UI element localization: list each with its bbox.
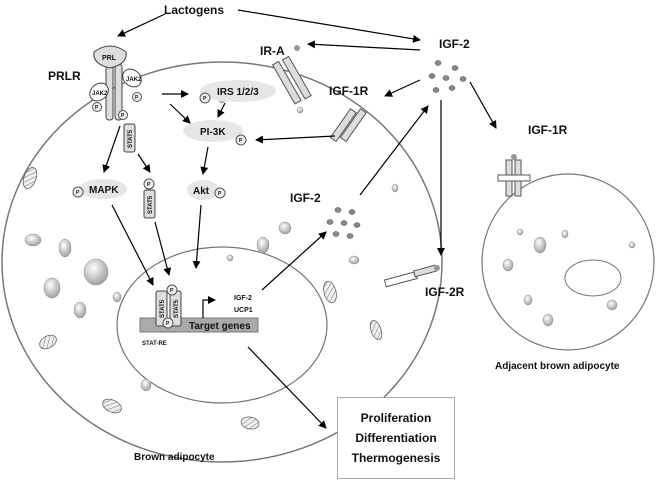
jak2-left-label: JAK2 (92, 91, 108, 97)
ucp1-label: UCP1 (234, 307, 253, 314)
igf2-label-top: IGF-2 (439, 37, 470, 51)
target-gene-region: Target genes STAT5 STAT5 P P STAT-RE IGF… (139, 284, 259, 347)
prlr-label: PRLR (48, 69, 81, 83)
igf2-gene-label: IGF-2 (234, 295, 252, 302)
akt-label: Akt (193, 186, 210, 197)
igf1r-label-adjacent: IGF-1R (528, 123, 568, 137)
irs-label: IRS 1/2/3 (217, 87, 259, 98)
mapk-node: MAPK P (72, 179, 127, 199)
lipid-droplets (24, 96, 636, 392)
ir-a-receptor (271, 45, 312, 105)
igf2-ligands-top (428, 60, 467, 93)
akt-p: P (218, 191, 222, 197)
adjacent-cell (481, 173, 655, 351)
dimer-p2: P (166, 321, 170, 327)
igf1r-label-main: IGF-1R (329, 84, 369, 98)
pi3k-p: P (239, 138, 243, 144)
arrows (102, 9, 497, 429)
prl-label: PRL (102, 55, 117, 62)
target-genes-label: Target genes (189, 321, 251, 332)
irs-node: IRS 1/2/3 P (199, 80, 276, 104)
stat5-cytoplasm: P STAT5 (143, 178, 156, 219)
mapk-p: P (76, 190, 80, 196)
igf1r-receptor-adjacent (497, 154, 531, 197)
brown-adipocyte-cell (1, 61, 443, 463)
adjacent-nucleus (564, 259, 622, 297)
lactogens-label: Lactogens (164, 3, 224, 17)
p-site-2: P (135, 95, 139, 101)
igf2-ligands-mid (326, 207, 361, 239)
ir-a-label: IR-A (260, 44, 285, 58)
dimer-p1: P (170, 288, 174, 294)
stat5-label-1: STAT5 (128, 129, 134, 148)
stat5-cyto-p: P (147, 182, 151, 188)
jak2-right-label: JAK2 (126, 77, 142, 83)
stat5-label-2: STAT5 (148, 195, 154, 214)
igf2-label-mid: IGF-2 (290, 191, 321, 205)
stat-re-label: STAT-RE (142, 341, 167, 347)
p-site-3: P (121, 113, 125, 119)
igf2r-label: IGF-2R (425, 285, 465, 299)
igf2r-receptor (383, 264, 440, 288)
mitochondria (22, 167, 383, 430)
stat5-receptor: STAT5 (123, 123, 136, 153)
outcomes-box: Proliferation Differentiation Thermogene… (337, 397, 455, 479)
outcome-differentiation: Differentiation (355, 431, 437, 445)
adjacent-cell-label: Adjacent brown adipocyte (495, 361, 620, 372)
igf1r-receptor-main (329, 108, 367, 143)
outcome-proliferation: Proliferation (360, 411, 432, 425)
stat5-dimer-a: STAT5 (160, 299, 166, 318)
prlr-complex: PRL JAK2 JAK2 P P P (89, 45, 142, 121)
nucleus (116, 246, 328, 404)
mapk-label: MAPK (89, 185, 119, 196)
brown-adipocyte-label: Brown adipocyte (134, 452, 215, 463)
outcome-thermogenesis: Thermogenesis (351, 451, 441, 465)
akt-node: Akt P (187, 180, 226, 200)
pi3k-label: PI-3K (200, 127, 226, 138)
p-site-1: P (95, 105, 99, 111)
irs-p: P (203, 96, 207, 102)
stat5-dimer-b: STAT5 (174, 299, 180, 318)
pi3k-node: PI-3K P (183, 120, 247, 146)
